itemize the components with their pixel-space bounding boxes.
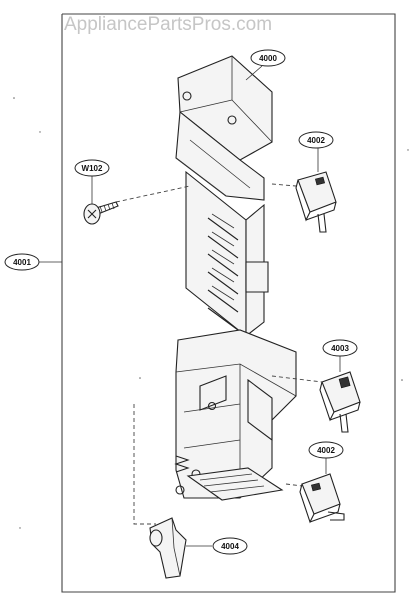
callout-4004-label: 4004 — [221, 542, 239, 551]
callout-4000-label: 4000 — [259, 54, 277, 63]
callout-4003: 4003 — [322, 339, 358, 357]
guide-switch-top-line — [271, 183, 297, 187]
callout-4002-top: 4002 — [298, 131, 334, 149]
callout-4004: 4004 — [212, 537, 248, 555]
callout-w102-label: W102 — [82, 164, 103, 173]
callout-4001-label: 4001 — [13, 258, 31, 267]
latch-lever — [149, 517, 212, 579]
callout-4002-bottom-label: 4002 — [317, 446, 335, 455]
callout-w102: W102 — [74, 159, 110, 177]
assembly-bracket — [61, 13, 396, 593]
micro-switch-middle — [319, 356, 361, 433]
watermark-text: AppliancePartsPros.com — [64, 14, 272, 35]
guide-lever-line — [133, 404, 156, 525]
micro-switch-top — [295, 148, 337, 233]
screw-w102 — [83, 176, 119, 225]
scan-specks — [13, 97, 409, 529]
callout-4001: 4001 — [4, 253, 62, 271]
micro-switch-bottom — [299, 458, 345, 524]
callout-4002-top-label: 4002 — [307, 136, 325, 145]
callout-4000: 4000 — [245, 49, 286, 81]
callout-4002-bottom: 4002 — [308, 441, 344, 459]
door-latch-frame — [174, 55, 297, 501]
callout-4003-label: 4003 — [331, 344, 349, 353]
guide-switch-mid-line — [271, 375, 323, 383]
guide-screw-line — [115, 185, 191, 203]
guide-switch-bot-line — [285, 483, 303, 487]
